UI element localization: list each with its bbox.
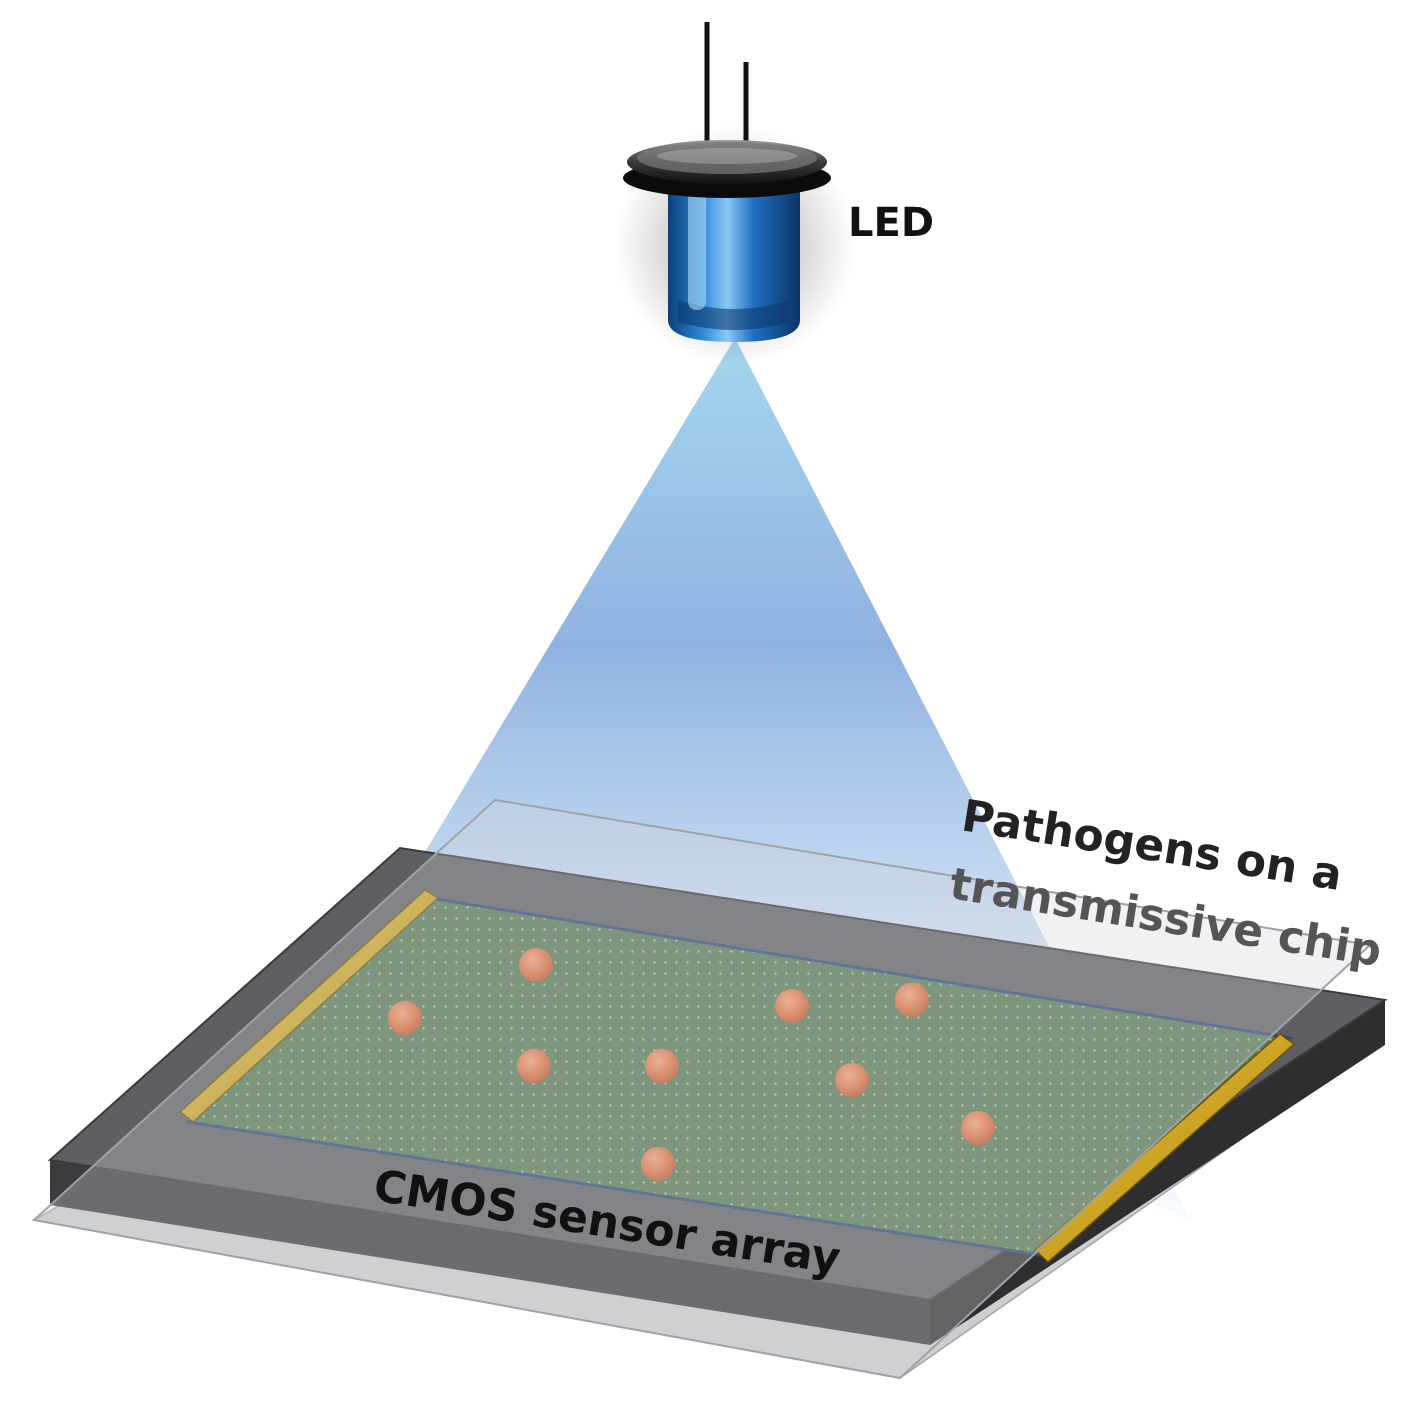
led-icon [623, 140, 831, 342]
pathogen [645, 1049, 679, 1083]
contact-strip-right [1033, 1033, 1296, 1264]
sensor-side-front [50, 1160, 930, 1345]
pathogen [519, 948, 553, 982]
pathogen [895, 983, 929, 1017]
transmissive-chip [31, 798, 1373, 1380]
pathogens [388, 948, 995, 1181]
pathogen [388, 1001, 422, 1035]
pathogen [641, 1147, 675, 1181]
led-label: LED [848, 200, 934, 246]
pathogen [961, 1111, 995, 1145]
sensor-dot-grid [188, 898, 1290, 1255]
pathogen [775, 989, 809, 1023]
contact-strip-left [178, 889, 440, 1123]
pathogen [517, 1049, 551, 1083]
pathogen [835, 1063, 869, 1097]
